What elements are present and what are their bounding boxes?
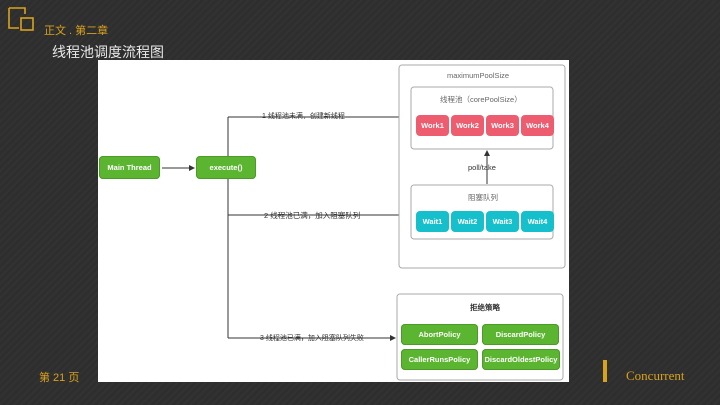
worker-box: Work4: [521, 115, 554, 136]
chapter-logo-icon: [8, 7, 34, 31]
branch-2-label: 2 线程池已满，加入阻塞队列: [264, 211, 361, 220]
execute-node: execute(): [196, 156, 256, 179]
poll-take-label: poll/take: [468, 163, 496, 172]
brand-label: Concurrent: [626, 368, 685, 383]
worker-box: Work1: [416, 115, 449, 136]
branch-3-label: 3 线程池已满，加入阻塞队列失败: [260, 335, 364, 342]
policy-box: CallerRunsPolicy: [401, 349, 478, 370]
worker-box: Work3: [486, 115, 519, 136]
wait-box: Wait3: [486, 211, 519, 232]
worker-box: Work2: [451, 115, 484, 136]
chapter-label: 正文 . 第二章: [44, 25, 109, 37]
footer-divider: [603, 360, 607, 382]
reject-label: 拒绝策略: [470, 303, 500, 312]
wait-box: Wait2: [451, 211, 484, 232]
main-thread-node: Main Thread: [99, 156, 160, 179]
queue-label: 阻塞队列: [468, 193, 498, 202]
policy-box: DiscardOldestPolicy: [482, 349, 560, 370]
policy-box: AbortPolicy: [401, 324, 478, 345]
max-pool-label: maximumPoolSize: [447, 71, 510, 80]
wait-box: Wait1: [416, 211, 449, 232]
page-number: 第 21 页: [39, 372, 80, 384]
flow-diagram: Main Thread execute() 1 线程池未满，创建新线程 2 线程…: [98, 60, 569, 382]
wait-box: Wait4: [521, 211, 554, 232]
core-pool-label: 线程池（corePoolSize）: [440, 95, 522, 104]
page-title: 线程池调度流程图: [52, 44, 164, 60]
branch-1-label: 1 线程池未满，创建新线程: [262, 113, 345, 120]
policy-box: DiscardPolicy: [482, 324, 559, 345]
